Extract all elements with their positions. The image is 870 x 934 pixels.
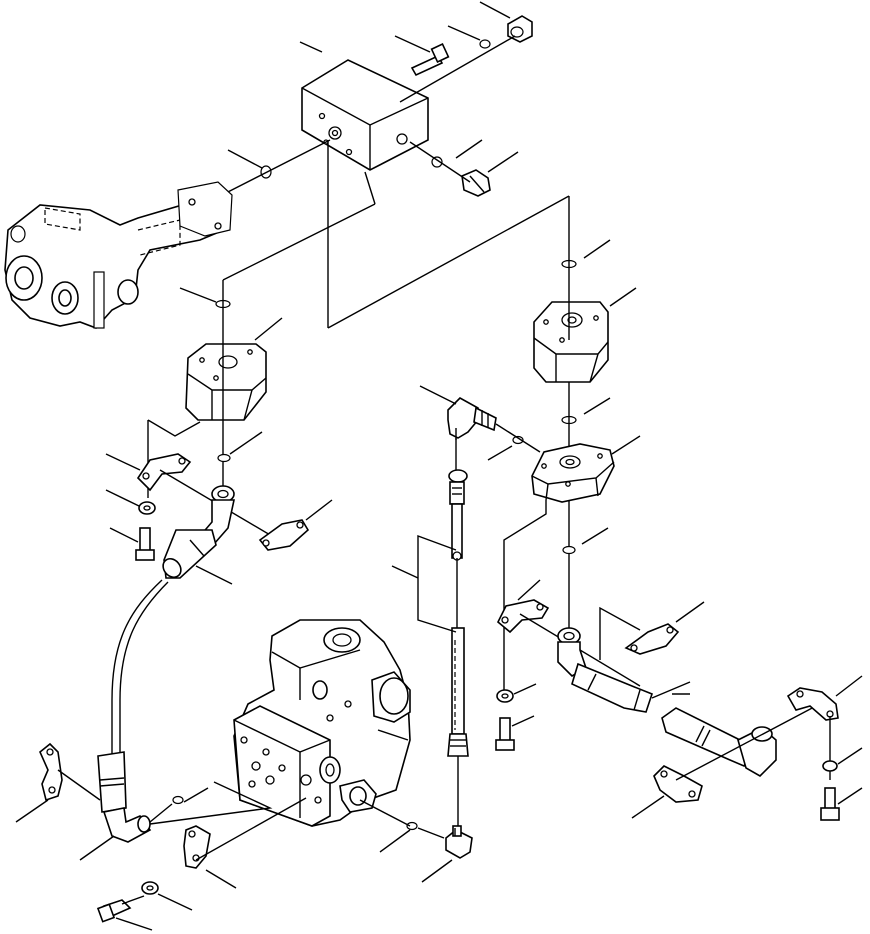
straight-hose [447, 627, 469, 757]
leader-line [15, 799, 49, 823]
leader-line [835, 675, 863, 697]
leader-line [609, 287, 637, 307]
o-ring [217, 453, 231, 463]
mounting-bolt [410, 43, 450, 77]
hose [119, 581, 169, 760]
leader-line [583, 397, 611, 415]
flange-adapter-left [185, 343, 267, 421]
split-flange-half [786, 687, 839, 721]
leader-line [837, 787, 863, 805]
valve-block [301, 59, 429, 171]
leader-line [675, 601, 705, 623]
split-flange-adapter [531, 443, 615, 503]
leader-line [254, 317, 283, 341]
steering-housing [4, 181, 233, 329]
leader-line [513, 683, 537, 695]
flange-bolt [820, 787, 840, 821]
leader-line [419, 385, 457, 405]
leader-line [651, 681, 691, 699]
leader-line [179, 287, 217, 303]
flange-bolt [135, 527, 155, 561]
leader-line [115, 917, 153, 931]
leader-line [229, 431, 263, 455]
leader-line [391, 565, 419, 579]
split-flange-half [624, 623, 680, 655]
hose-elbow [162, 485, 235, 579]
split-flange-half [653, 765, 703, 803]
leader-line [399, 35, 516, 103]
leader-line [149, 781, 273, 825]
hose-elbow [97, 751, 152, 843]
leader-line [149, 803, 173, 823]
split-flange-half [183, 825, 211, 869]
leader-line [394, 35, 431, 53]
leader-line [105, 489, 140, 507]
o-ring [479, 39, 491, 49]
leader-line [409, 141, 471, 183]
leader-line [222, 203, 376, 281]
leader-line [105, 453, 141, 471]
leader-line [455, 139, 483, 159]
control-valve [233, 619, 411, 827]
leader-line [503, 500, 547, 690]
leader-line [299, 41, 323, 53]
lock-washer [496, 689, 514, 703]
leader-line [837, 747, 863, 765]
leader-line [511, 715, 535, 727]
o-ring [562, 545, 576, 555]
leader-line [327, 195, 570, 329]
plug [507, 15, 533, 43]
elbow-fitting [447, 397, 497, 440]
split-flange-half [39, 742, 63, 802]
leader-line [205, 869, 237, 889]
hose [111, 579, 163, 760]
leader-line [79, 835, 115, 861]
leader-line [611, 435, 641, 455]
lock-washer [138, 501, 156, 515]
leader-line [305, 499, 333, 521]
leader-line [581, 527, 609, 545]
lock-washer [822, 760, 838, 772]
split-flange-half [258, 519, 310, 551]
leader-line [487, 151, 519, 173]
leader-line [495, 423, 541, 453]
leader-line [227, 149, 263, 169]
flange-bolt [495, 717, 515, 751]
straight-hose [661, 707, 777, 777]
o-ring [406, 821, 418, 831]
leader-line [417, 534, 457, 633]
leader-line [631, 795, 665, 819]
leader-line [195, 565, 233, 585]
leader-line [379, 829, 411, 853]
leader-line [157, 893, 193, 911]
leader-line [121, 895, 145, 905]
leader-line [219, 139, 331, 197]
leader-line [147, 419, 201, 437]
leader-line [447, 25, 481, 41]
leader-line [183, 787, 209, 803]
leader-line [359, 799, 411, 827]
leader-line [599, 606, 641, 660]
straight-hose [448, 469, 468, 561]
lock-washer [141, 881, 159, 895]
leader-line [195, 797, 307, 861]
hose-elbow [557, 627, 653, 713]
flange-adapter-right [533, 301, 609, 383]
plug [431, 156, 491, 197]
o-ring [512, 435, 524, 445]
leader-line [364, 171, 376, 205]
leader-line [421, 859, 453, 883]
elbow-connector [445, 825, 473, 859]
leader-line [517, 579, 541, 601]
o-ring [172, 795, 184, 805]
leader-line [583, 239, 611, 259]
leader-line [109, 527, 139, 543]
leader-line [675, 705, 817, 781]
leader-line [479, 1, 511, 19]
leader-line [487, 445, 513, 461]
leader-line [57, 769, 101, 801]
leader-line [417, 827, 445, 839]
